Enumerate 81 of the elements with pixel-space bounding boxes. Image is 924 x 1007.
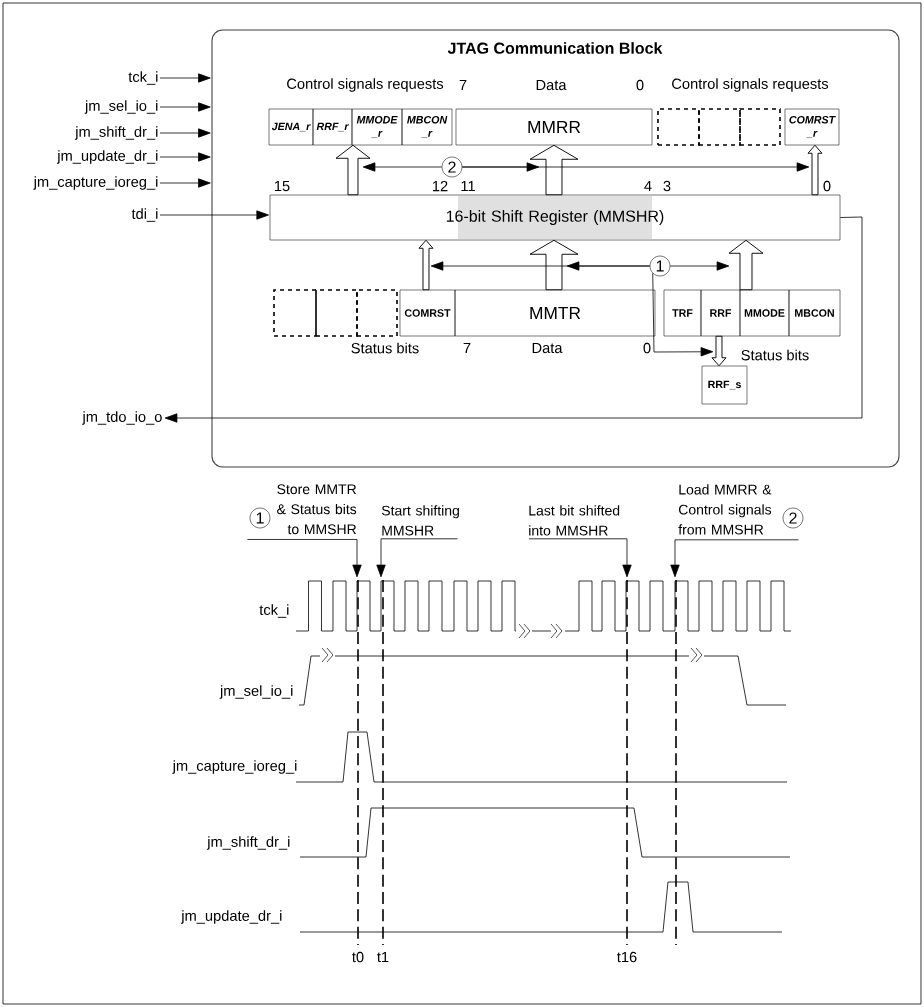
step-number: 1 xyxy=(249,507,271,529)
leader-arrow xyxy=(670,539,799,578)
register-cell: RRF xyxy=(700,289,741,337)
register-cell: JENA_r xyxy=(268,108,314,146)
annotation: Start shifting MMSHR xyxy=(381,505,459,536)
transfer-arrow xyxy=(728,239,764,291)
annotation: Last bit shifted into MMSHR xyxy=(529,505,620,536)
arrow xyxy=(669,261,730,271)
register-cell: COMRST _r xyxy=(784,108,840,146)
time-label: t16 xyxy=(617,951,637,963)
signal-name: jm_tdo_io_o xyxy=(82,411,162,425)
register-cell: COMRST xyxy=(399,289,456,337)
arrow xyxy=(461,162,810,172)
reserved-cell xyxy=(356,289,398,337)
leader-arrow xyxy=(376,538,458,578)
step-number: 2 xyxy=(782,507,804,529)
reserved-cell xyxy=(315,289,358,337)
signal-name: jm_shift_dr_i xyxy=(74,126,158,140)
signal-name: tck_i xyxy=(259,604,289,618)
register-cell: MBCON xyxy=(788,289,841,337)
group-heading: Control signals requests xyxy=(287,78,444,92)
register-cell: MMODE _r xyxy=(351,108,403,146)
annotation: Store MMTR & Status bits to MMSHR xyxy=(277,484,357,535)
transfer-arrow xyxy=(418,239,434,291)
bit-number: 7 xyxy=(459,79,467,91)
bit-number: 0 xyxy=(643,342,651,354)
signal-arrow xyxy=(159,152,211,162)
bit-number: 3 xyxy=(663,180,671,192)
annotation: Load MMRR & Control signals from MMSHR xyxy=(678,484,772,535)
bit-number: 0 xyxy=(823,180,831,192)
register-cell: RRF_r xyxy=(312,108,353,146)
signal-name: jm_capture_ioreg_i xyxy=(172,760,297,774)
step-number: 2 xyxy=(441,156,463,178)
transfer-arrow xyxy=(711,335,727,367)
bit-number: 4 xyxy=(644,180,652,192)
signal-name: jm_sel_io_i xyxy=(219,685,293,699)
register-cell: TRF xyxy=(663,289,702,337)
signal-arrow xyxy=(159,178,211,188)
signal-arrow xyxy=(159,73,211,83)
signal-name: jm_sel_io_i xyxy=(84,100,158,114)
time-label: t0 xyxy=(352,951,364,963)
bit-number: 11 xyxy=(461,180,475,192)
leader-arrow xyxy=(528,538,632,578)
signal-name: jm_update_dr_i xyxy=(180,910,282,924)
time-label: t1 xyxy=(377,951,389,963)
bit-number: 7 xyxy=(463,342,471,354)
signal-arrow xyxy=(159,102,211,112)
reserved-cell xyxy=(657,108,700,146)
arrow xyxy=(652,272,714,357)
arrow xyxy=(164,216,863,423)
reserved-cell xyxy=(698,108,741,146)
transfer-arrow xyxy=(529,239,579,291)
register-box: MMTR xyxy=(454,289,656,337)
register-cell: MBCON _r xyxy=(401,108,453,146)
register-cell: MMODE xyxy=(739,289,790,337)
signal-name: jm_capture_ioreg_i xyxy=(33,176,158,190)
transfer-arrow xyxy=(335,144,371,196)
bit-number: 0 xyxy=(636,79,644,91)
field-heading: Data xyxy=(536,79,567,91)
signal-arrow xyxy=(159,128,211,138)
group-heading: Status bits xyxy=(741,349,809,361)
transfer-arrow xyxy=(807,144,823,196)
register-box: MMRR xyxy=(455,108,653,146)
shift-register: 16-bit Shift Register (MMSHR) xyxy=(269,194,841,241)
signal-name: tdi_i xyxy=(131,208,158,222)
register-cell: RRF_s xyxy=(701,365,748,405)
signal-name: jm_update_dr_i xyxy=(56,150,158,164)
bit-number: 12 xyxy=(432,180,448,192)
step-number: 1 xyxy=(649,255,671,277)
transfer-arrow xyxy=(529,144,579,196)
arrow xyxy=(566,261,651,271)
bit-number: 15 xyxy=(274,180,290,192)
arrow xyxy=(362,162,443,172)
leader-arrow xyxy=(247,539,362,578)
group-heading: Control signals requests xyxy=(672,78,829,92)
reserved-cell xyxy=(273,289,317,337)
signal-arrow xyxy=(159,210,269,220)
group-heading: Status bits xyxy=(351,342,419,354)
reserved-cell xyxy=(739,108,781,146)
signal-name: tck_i xyxy=(128,71,158,85)
signal-name: jm_shift_dr_i xyxy=(206,836,290,850)
